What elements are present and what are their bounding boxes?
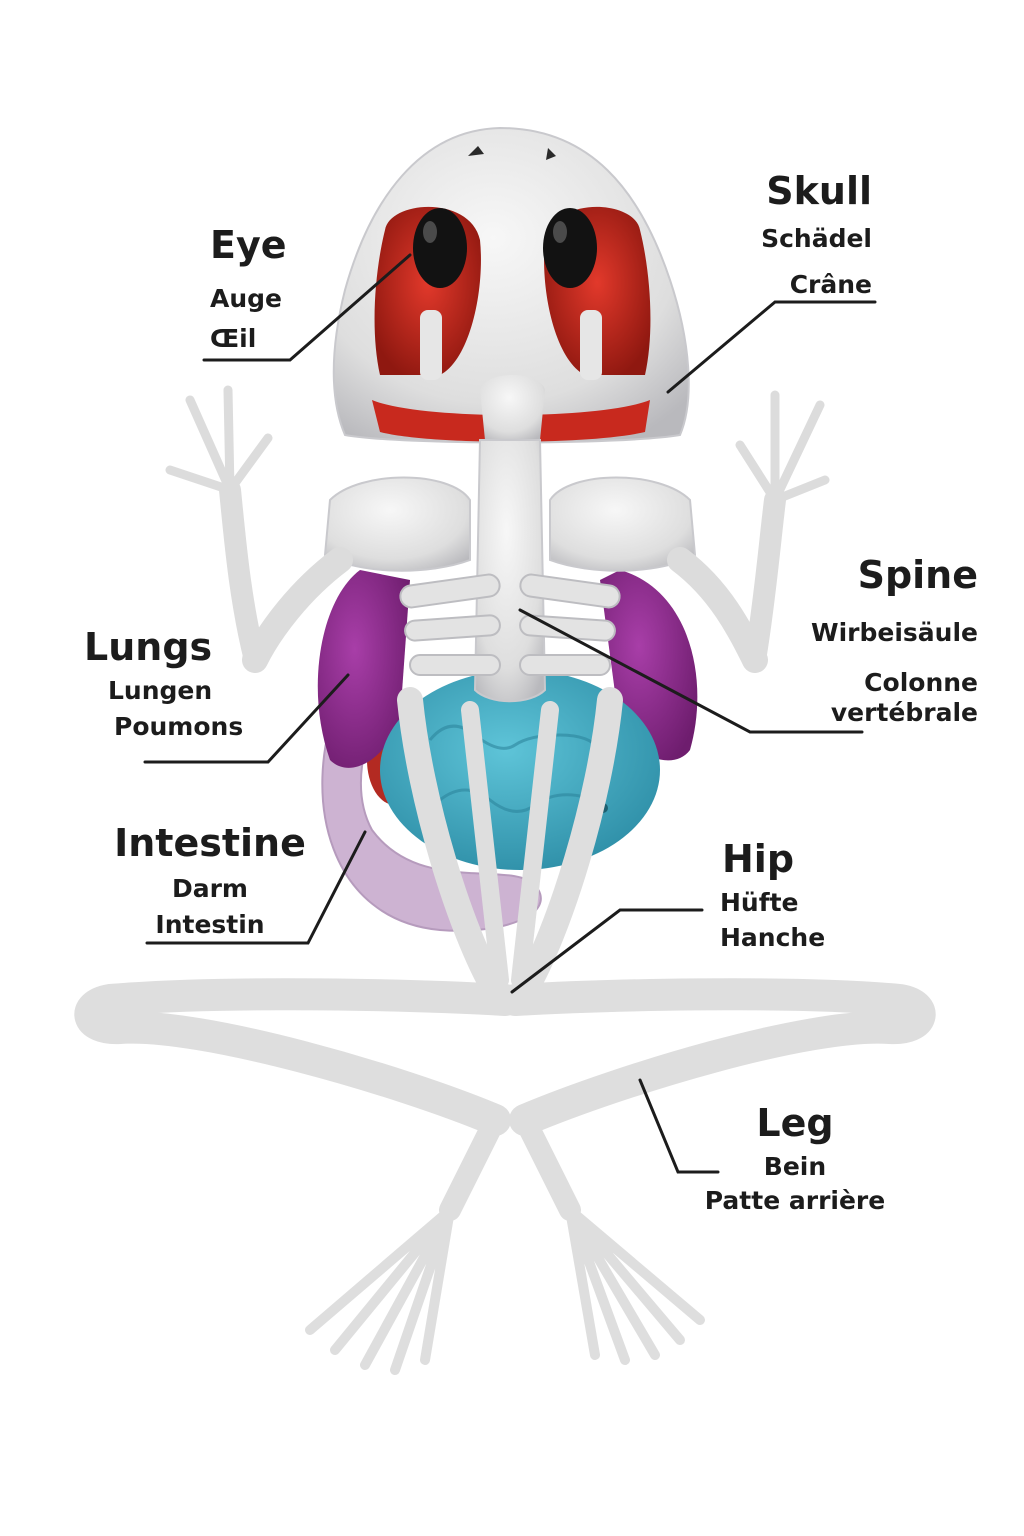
leader-lungs bbox=[143, 673, 350, 764]
leader-leg bbox=[638, 1078, 720, 1174]
label-eye-fr: Œil bbox=[210, 324, 257, 353]
label-lungs-de: Lungen bbox=[108, 676, 213, 705]
leader-intestine bbox=[145, 830, 367, 945]
skull bbox=[332, 126, 690, 444]
label-hip-en: Hip bbox=[722, 837, 795, 881]
label-leg-en: Leg bbox=[756, 1101, 834, 1145]
arm-left bbox=[165, 385, 353, 673]
label-hip-de: Hüfte bbox=[720, 888, 799, 917]
spine bbox=[399, 439, 621, 703]
label-spine-en: Spine bbox=[857, 553, 978, 597]
eye-ball-right bbox=[543, 208, 597, 288]
label-spine-fr1: Colonne bbox=[864, 668, 978, 697]
label-lungs-en: Lungs bbox=[84, 625, 213, 669]
label-intestine-fr: Intestin bbox=[155, 910, 265, 939]
label-eye-de: Auge bbox=[210, 284, 282, 313]
label-leg-fr: Patte arrière bbox=[704, 1186, 886, 1215]
label-spine-de: Wirbeisäule bbox=[811, 618, 978, 647]
label-lungs-fr: Poumons bbox=[114, 712, 244, 741]
leader-hip bbox=[510, 908, 704, 994]
label-skull-fr: Crâne bbox=[789, 270, 872, 299]
leader-spine bbox=[518, 608, 864, 734]
intestine bbox=[321, 699, 542, 932]
eye-ball-left bbox=[413, 208, 467, 288]
label-intestine-de: Darm bbox=[171, 874, 248, 903]
label-eye-en: Eye bbox=[210, 223, 287, 267]
legs bbox=[74, 978, 936, 1375]
leader-skull bbox=[666, 300, 877, 394]
label-skull-en: Skull bbox=[766, 169, 872, 213]
lung-left bbox=[317, 570, 410, 768]
label-skull-de: Schädel bbox=[761, 224, 872, 253]
label-spine-fr2: vertébrale bbox=[830, 698, 978, 727]
shoulder-girdle bbox=[323, 476, 697, 572]
label-intestine-en: Intestine bbox=[114, 821, 306, 865]
leader-eye bbox=[202, 253, 412, 362]
leader-lines bbox=[143, 253, 877, 1174]
label-leg-de: Bein bbox=[763, 1152, 827, 1181]
label-hip-fr: Hanche bbox=[720, 923, 826, 952]
arm-right bbox=[667, 390, 830, 673]
pelvis bbox=[397, 687, 623, 1003]
